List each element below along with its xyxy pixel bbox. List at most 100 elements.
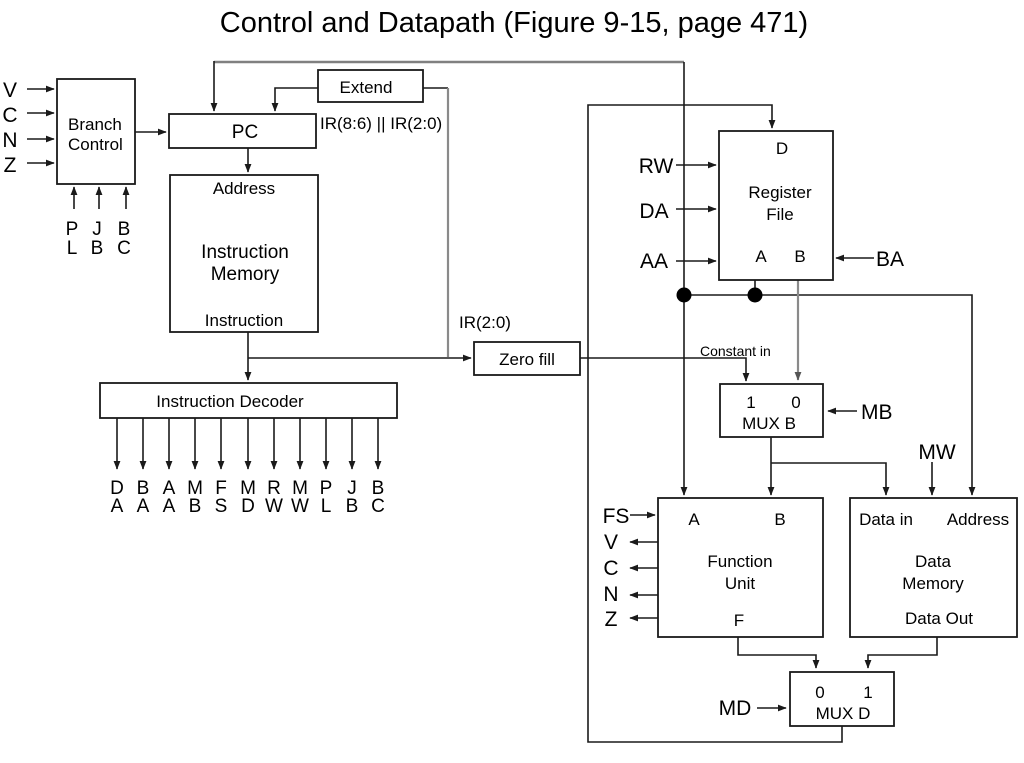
wire-extend-pc (271, 87, 318, 112)
dec-out-5-1: M (240, 478, 256, 499)
dec-out-10-1: B (372, 478, 385, 499)
flag-c-label: C (2, 104, 17, 127)
dmem-address-port: Address (947, 510, 1009, 529)
dec-out-8-2: L (321, 496, 332, 517)
dec-out-2-1: A (163, 478, 176, 499)
fu-a-port: A (688, 510, 700, 529)
instruction-memory-block: Address Instruction Memory Instruction (169, 174, 319, 333)
extend-block: Extend (317, 69, 424, 103)
fu-label-1: Function (707, 552, 772, 571)
bc-in-pl-1: P (66, 219, 79, 240)
rw-label: RW (639, 155, 674, 178)
bc-in-jb-2: B (91, 238, 104, 259)
wire-f-muxd (737, 637, 820, 669)
pc-box (168, 113, 317, 149)
zero-fill-block: Zero fill (473, 341, 581, 376)
mux-d-label: MUX D (816, 704, 871, 723)
md-label: MD (719, 697, 752, 720)
extend-box (317, 69, 424, 103)
flag-v-label: V (3, 79, 17, 102)
zero-fill-box (473, 341, 581, 376)
wire-muxb-dmem (771, 462, 890, 496)
imem-label-1: Instruction (201, 242, 289, 263)
branch-control-label-1: Branch (68, 115, 122, 134)
flag-n-label: N (2, 129, 17, 152)
rf-a-port: A (755, 247, 767, 266)
constant-in-label: Constant in (700, 343, 771, 359)
dec-out-10-2: C (371, 496, 385, 517)
pc-label: PC (232, 122, 258, 143)
rf-b-port: B (794, 247, 805, 266)
mux-d-block: 0 1 MUX D (789, 671, 895, 727)
zero-fill-label: Zero fill (499, 350, 555, 369)
ba-label: BA (876, 248, 904, 271)
ir-extend-label: IR(8:6) || IR(2:0) (320, 114, 442, 133)
fu-flag-n-label: N (603, 583, 618, 606)
dec-out-8-1: P (320, 478, 333, 499)
flag-z-label: Z (4, 154, 17, 177)
mux-b-block: 1 0 MUX B (719, 383, 824, 438)
dec-out-2-2: A (163, 496, 176, 517)
dec-out-4-2: S (215, 496, 228, 517)
wire-dataout-muxd (864, 637, 938, 669)
mux-b-label: MUX B (742, 414, 796, 433)
junction-dot-abus-right (747, 287, 763, 303)
branch-control-block: Branch Control (56, 78, 136, 185)
ir-zero-label: IR(2:0) (459, 313, 511, 332)
junction-dot-abus-left (676, 287, 692, 303)
dec-out-1-2: A (137, 496, 150, 517)
dec-out-5-2: D (241, 496, 255, 517)
mux-d-in0: 0 (815, 683, 824, 702)
imem-address-port: Address (213, 179, 275, 198)
mw-label: MW (918, 441, 955, 464)
instruction-decoder-block: Instruction Decoder (99, 382, 398, 419)
dec-out-1-1: B (137, 478, 150, 499)
pc-block: PC (168, 113, 317, 149)
mux-b-box (719, 383, 824, 438)
fu-flag-c-label: C (603, 557, 618, 580)
dec-out-9-1: J (347, 478, 357, 499)
dec-out-6-1: R (267, 478, 281, 499)
page-title: Control and Datapath (Figure 9-15, page … (220, 7, 808, 39)
mux-d-in1: 1 (863, 683, 872, 702)
function-unit-box (657, 497, 824, 638)
dec-out-3-1: M (187, 478, 203, 499)
dmem-dataout-port: Data Out (905, 609, 973, 628)
instruction-memory-box (169, 174, 319, 333)
wire-writeback-bus (587, 104, 843, 743)
da-label: DA (639, 200, 668, 223)
bc-in-bc-1: B (118, 219, 131, 240)
extend-label: Extend (340, 78, 393, 97)
mux-d-box (789, 671, 895, 727)
dec-out-0-1: D (110, 478, 124, 499)
instruction-decoder-label: Instruction Decoder (156, 392, 304, 411)
imem-instruction-port: Instruction (205, 311, 283, 330)
data-memory-block: Data in Address Data Memory Data Out (849, 497, 1018, 638)
wire-abus-dmem-addr (684, 294, 976, 496)
fu-b-port: B (774, 510, 785, 529)
register-file-box (718, 130, 834, 281)
mux-b-in0: 0 (791, 393, 800, 412)
wire-zerofill-muxb (580, 357, 750, 382)
function-unit-block: A B Function Unit F (657, 497, 824, 638)
fu-f-port: F (734, 611, 744, 630)
dec-out-7-2: W (291, 496, 309, 517)
dmem-datain-port: Data in (859, 510, 913, 529)
bc-in-bc-2: C (117, 238, 131, 259)
dec-out-4-1: F (215, 478, 227, 499)
dec-out-7-1: M (292, 478, 308, 499)
dec-out-3-2: B (189, 496, 202, 517)
dmem-label-2: Memory (902, 574, 964, 593)
data-memory-box (849, 497, 1018, 638)
dec-out-6-2: W (265, 496, 283, 517)
fu-flag-z-label: Z (605, 608, 618, 631)
aa-label: AA (640, 250, 668, 273)
fu-flag-v-label: V (604, 531, 618, 554)
rf-label-2: File (766, 205, 793, 224)
instruction-decoder-box (99, 382, 398, 419)
dmem-label-1: Data (915, 552, 951, 571)
fs-label: FS (603, 505, 630, 528)
rf-label-1: Register (748, 183, 812, 202)
